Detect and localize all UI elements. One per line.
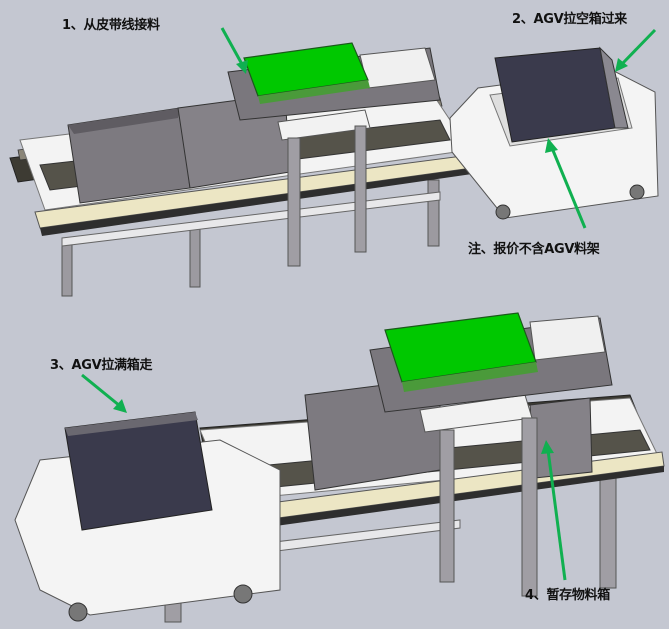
green-belt-edge [402, 362, 538, 392]
arrow-step1 [220, 27, 245, 67]
arrow-head [615, 58, 628, 72]
agv-wheel [495, 204, 511, 220]
arrow-head [236, 60, 248, 74]
bottom-scene [14, 312, 665, 623]
gantry-top [277, 109, 371, 141]
label-step2: 2、AGV拉空箱过来 [512, 12, 627, 27]
frame-leg [599, 469, 617, 589]
agv-wheel [629, 184, 645, 200]
agv-wheel [68, 602, 88, 622]
gantry-leg [354, 125, 367, 253]
frame-leg [61, 237, 73, 297]
agv-dark-box-top [65, 412, 198, 436]
arrow-head [545, 138, 558, 153]
arrow-head [113, 399, 127, 413]
arrow-step3 [81, 373, 121, 408]
agv-wheel [233, 584, 253, 604]
gantry-leg [439, 429, 455, 583]
label-note: 注、报价不含AGV料架 [468, 242, 600, 257]
green-belt-edge [258, 80, 370, 104]
arrow-step4 [546, 449, 567, 581]
gantry-leg [521, 417, 538, 597]
frame-leg [189, 224, 201, 288]
label-step3: 3、AGV拉满箱走 [50, 358, 153, 373]
annotation-arrows [81, 27, 657, 581]
top-scene [9, 42, 659, 297]
label-step1: 1、从皮带线接料 [62, 18, 160, 33]
storage-box [529, 397, 593, 479]
frame-base [61, 191, 441, 247]
frame-leg [427, 179, 440, 247]
lift-box-inner [529, 315, 606, 361]
label-step4: 4、暂存物料箱 [525, 588, 610, 603]
arrow-step2 [620, 28, 657, 66]
storage-box-inner [68, 108, 180, 134]
agv-dark-box-side [599, 46, 629, 129]
arrow-note [550, 147, 587, 229]
gantry-leg [287, 137, 301, 267]
agv-dark-box [494, 47, 616, 143]
arrow-head [541, 440, 554, 454]
